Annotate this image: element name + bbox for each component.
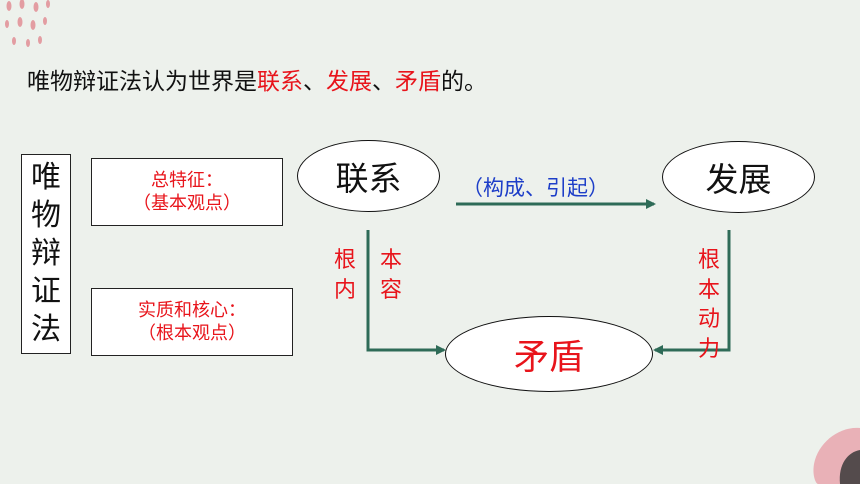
- decor-petals-icon: [5, 0, 50, 47]
- node-maodun-label: 矛盾: [513, 337, 584, 378]
- label-benrong: 本 容: [380, 246, 402, 305]
- label-genbendongli: 根 本 动 力: [698, 246, 720, 365]
- node-fazhan-label: 发展: [705, 160, 772, 199]
- label-char: 根: [698, 248, 721, 273]
- node-fazhan: 发展: [662, 141, 815, 213]
- label-char: 容: [380, 277, 403, 303]
- label-char: 动: [698, 307, 721, 333]
- node-maodun: 矛盾: [445, 316, 653, 392]
- heading-keyword-maodun: 矛盾: [395, 69, 441, 95]
- essence-core-box: 实质和核心： （根本观点）: [91, 288, 293, 356]
- edge-label-goucheng-yinqi: （构成、引起）: [462, 176, 609, 200]
- heading-separator: 、: [303, 69, 326, 95]
- heading-suffix: 的。: [441, 69, 487, 95]
- dialectics-vertical-label: 唯 物 辩 证 法: [21, 154, 71, 354]
- vertical-char: 证: [31, 274, 61, 309]
- decor-blob-icon: [813, 427, 860, 484]
- node-lianxi-label: 联系: [335, 159, 402, 198]
- general-feature-title: 总特征：: [151, 169, 223, 191]
- label-char: 内: [334, 277, 357, 303]
- arrow-fazhan-to-maodun: [653, 230, 731, 355]
- heading-prefix: 唯物辩证法认为世界是: [27, 69, 257, 95]
- heading-keyword-fazhan: 发展: [326, 69, 372, 95]
- heading-separator: 、: [372, 69, 395, 95]
- vertical-char: 唯: [31, 160, 61, 195]
- vertical-char: 辩: [31, 236, 61, 271]
- essence-core-title: 实质和核心：: [138, 299, 246, 321]
- general-feature-subtitle: （基本观点）: [133, 193, 241, 214]
- general-feature-box: 总特征： （基本观点）: [91, 158, 283, 226]
- arrow-lianxi-to-maodun: [366, 230, 446, 355]
- page-heading: 唯物辩证法认为世界是联系、发展、矛盾的。: [27, 62, 487, 96]
- essence-core-subtitle: （根本观点）: [138, 323, 246, 344]
- label-char: 本: [698, 277, 721, 303]
- vertical-char: 物: [31, 198, 61, 233]
- label-genne: 根 内: [334, 246, 356, 305]
- label-char: 力: [698, 337, 721, 363]
- label-char: 本: [380, 248, 403, 273]
- node-lianxi: 联系: [297, 140, 440, 212]
- vertical-char: 法: [31, 312, 61, 347]
- heading-keyword-lianxi: 联系: [257, 69, 303, 95]
- label-char: 根: [334, 248, 357, 273]
